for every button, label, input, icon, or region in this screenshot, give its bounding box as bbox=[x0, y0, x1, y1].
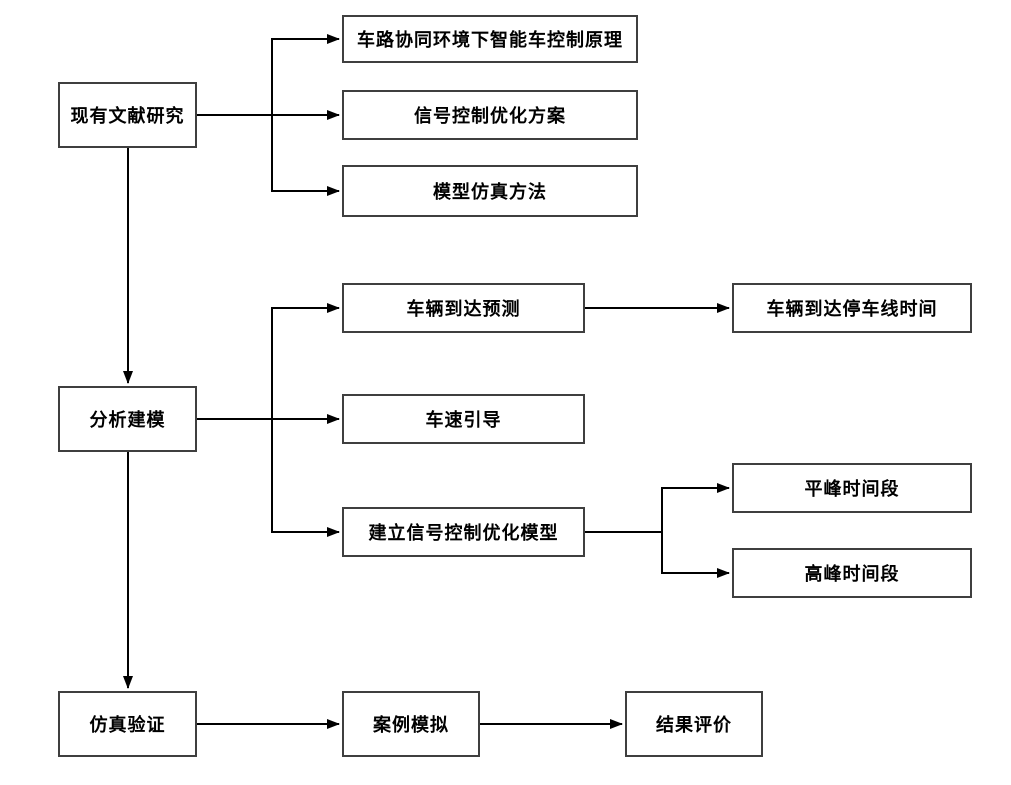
node-signal-optimization-scheme: 信号控制优化方案 bbox=[342, 90, 638, 140]
node-arrival-stopline-time: 车辆到达停车线时间 bbox=[732, 283, 972, 333]
node-speed-guidance: 车速引导 bbox=[342, 394, 585, 444]
node-vehicle-road-principle: 车路协同环境下智能车控制原理 bbox=[342, 15, 638, 63]
node-literature-research: 现有文献研究 bbox=[58, 82, 197, 148]
node-vehicle-arrival-prediction: 车辆到达预测 bbox=[342, 283, 585, 333]
node-analysis-modeling: 分析建模 bbox=[58, 386, 197, 452]
node-model-simulation-method: 模型仿真方法 bbox=[342, 165, 638, 217]
node-signal-optimization-model: 建立信号控制优化模型 bbox=[342, 507, 585, 557]
node-simulation-verification: 仿真验证 bbox=[58, 691, 197, 757]
node-peak-period: 高峰时间段 bbox=[732, 548, 972, 598]
node-result-evaluation: 结果评价 bbox=[625, 691, 763, 757]
node-offpeak-period: 平峰时间段 bbox=[732, 463, 972, 513]
node-case-simulation: 案例模拟 bbox=[342, 691, 480, 757]
